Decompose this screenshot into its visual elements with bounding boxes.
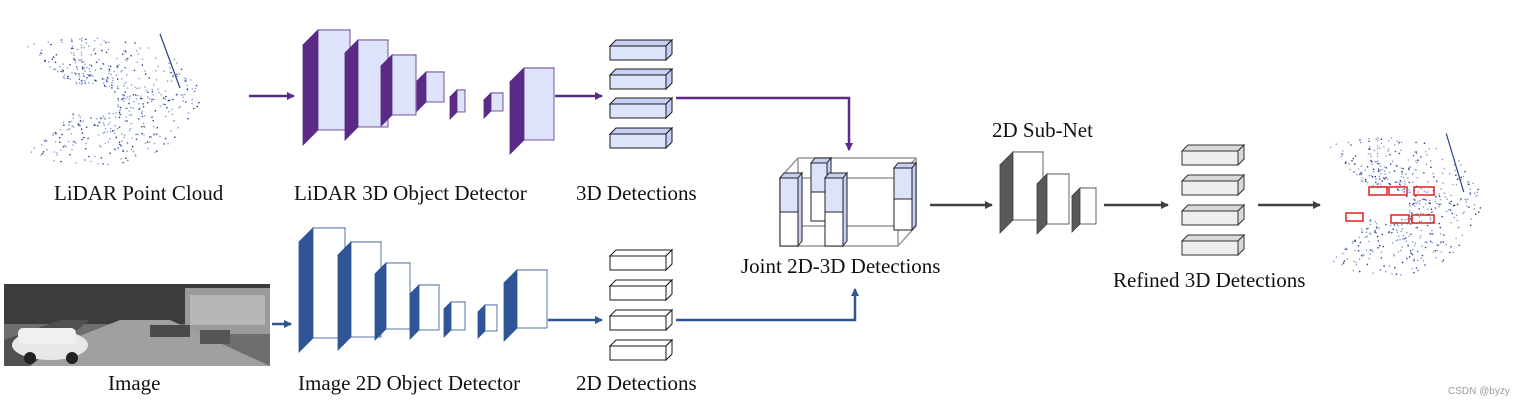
- lidar-layer-5: [449, 89, 466, 120]
- det3d-box-3: [608, 96, 674, 120]
- det3d-box-1: [608, 38, 674, 62]
- refined-box-4: [1180, 233, 1246, 257]
- det2d-box-1: [608, 248, 674, 272]
- label-lidar-detector: LiDAR 3D Object Detector: [294, 181, 527, 205]
- image-layer-4: [409, 284, 440, 340]
- subnet-layer-1: [999, 151, 1044, 234]
- lidar-layer-4: [416, 71, 445, 112]
- lidar-detector-network: [302, 29, 555, 155]
- refined-box-3: [1180, 203, 1246, 227]
- det3d-box-2: [608, 67, 674, 91]
- subnet-network: [999, 151, 1097, 235]
- lidar-layer-3: [380, 54, 417, 127]
- lidar-layer-7: [509, 67, 555, 155]
- refined-detections-stack: [1180, 143, 1246, 257]
- label-image-detector: Image 2D Object Detector: [298, 371, 521, 395]
- image-layer-3: [374, 262, 411, 341]
- image-layer-2: [337, 241, 382, 351]
- refined-box-1: [1180, 143, 1246, 167]
- det3d-box-4: [608, 126, 674, 150]
- joint-pillar: [823, 171, 849, 248]
- joint-detections-cuboid: [778, 156, 918, 248]
- subnet-layer-2: [1036, 173, 1070, 235]
- refined-box-2: [1180, 173, 1246, 197]
- joint-pillar: [778, 171, 804, 248]
- image-detector-network: [298, 227, 548, 353]
- label-joint-detections: Joint 2D-3D Detections: [741, 254, 941, 278]
- output-point-cloud-image: [1329, 133, 1482, 276]
- detections-3d-stack: [608, 38, 674, 150]
- camera-image: [4, 284, 270, 366]
- label-lidar-point-cloud: LiDAR Point Cloud: [54, 181, 224, 205]
- label-refined-detections: Refined 3D Detections: [1113, 268, 1306, 292]
- image-layer-5: [443, 301, 466, 338]
- arrow-2d-to-joint: [676, 288, 859, 322]
- subnet-layer-3: [1071, 187, 1097, 233]
- output-detection-boxes: [1345, 186, 1435, 224]
- label-image: Image: [108, 371, 161, 395]
- lidar-layer-1: [302, 29, 351, 146]
- det2d-box-2: [608, 278, 674, 302]
- label-subnet: 2D Sub-Net: [992, 118, 1093, 142]
- image-layer-6: [477, 304, 498, 339]
- lidar-layer-6: [483, 92, 504, 119]
- joint-pillar: [892, 161, 918, 232]
- lidar-point-cloud-image: [27, 33, 200, 166]
- arrow-3d-to-joint: [676, 96, 853, 151]
- label-2d-detections: 2D Detections: [576, 371, 697, 395]
- watermark: CSDN @byzy: [1448, 386, 1510, 397]
- image-layer-7: [503, 269, 548, 342]
- detections-2d-stack: [608, 248, 674, 362]
- det2d-box-4: [608, 338, 674, 362]
- det2d-box-3: [608, 308, 674, 332]
- label-3d-detections: 3D Detections: [576, 181, 697, 205]
